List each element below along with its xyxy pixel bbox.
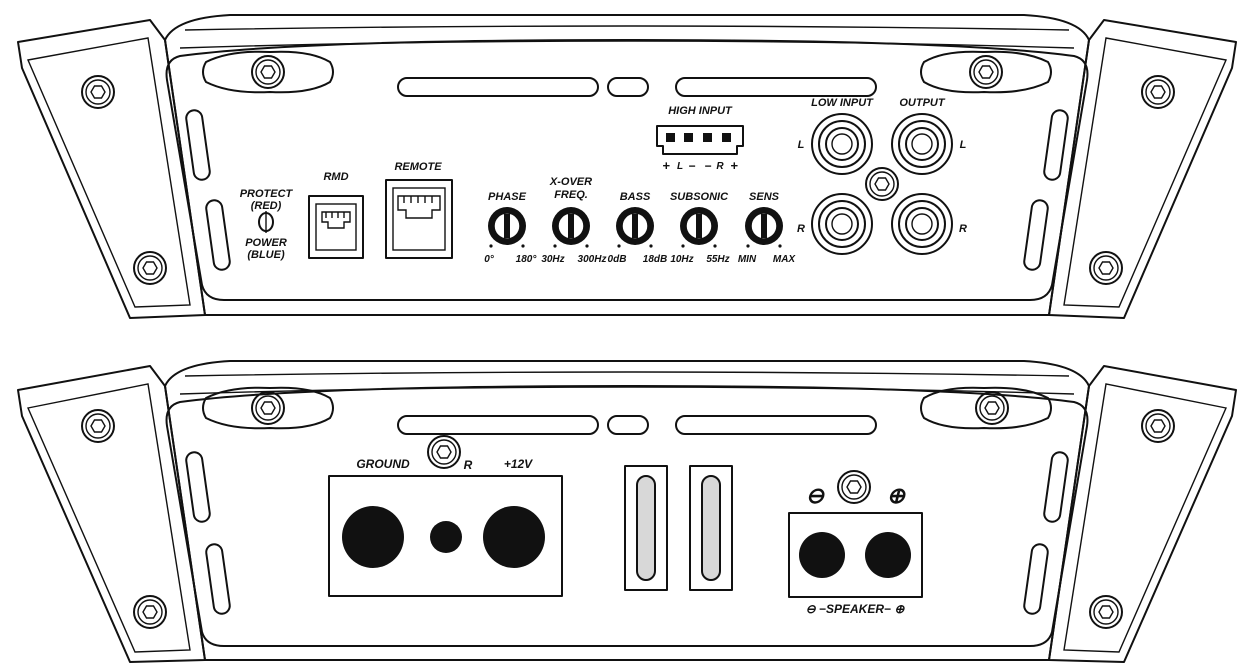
bottom-bolt-icon xyxy=(133,595,167,629)
output-l-rca[interactable] xyxy=(891,113,953,175)
sens-knob[interactable] xyxy=(745,207,783,245)
plus12v-terminal[interactable] xyxy=(483,506,545,568)
phase-knob[interactable] xyxy=(488,207,526,245)
bottom-bolt-icon xyxy=(251,391,285,425)
protect-red-label: (RED) xyxy=(251,200,282,212)
bottom-bolt-icon xyxy=(1141,409,1175,443)
phase-label: PHASE xyxy=(488,191,527,203)
bass-max-label: 18dB xyxy=(643,254,667,265)
subsonic-label: SUBSONIC xyxy=(670,191,729,203)
bottom-amp-panel: GROUND R +12V ⊖ ⊕ ⊖ −SPEAKER− ⊕ xyxy=(17,360,1237,663)
top-body-outline xyxy=(164,14,1090,316)
speaker-plus-terminal[interactable] xyxy=(865,532,911,578)
xover-knob[interactable] xyxy=(552,207,590,245)
top-right-bracket xyxy=(1048,19,1237,319)
fuse-1[interactable] xyxy=(624,465,668,591)
sens-label: SENS xyxy=(749,191,780,203)
low-input-r-rca[interactable] xyxy=(811,193,873,255)
phase-max-label: 180° xyxy=(516,254,538,265)
bottom-body-outline xyxy=(164,360,1090,661)
high-input-right-minus: − xyxy=(704,159,711,173)
bottom-bolt-icon xyxy=(1089,595,1123,629)
fuse-2[interactable] xyxy=(689,465,733,591)
output-r-label: R xyxy=(959,223,967,235)
top-bolt-icon xyxy=(1089,251,1123,285)
top-amp-panel: PROTECT (RED) POWER (BLUE) RMD REMOTE xyxy=(17,14,1237,319)
top-bolt-icon xyxy=(969,55,1003,89)
xover-max-label: 300Hz xyxy=(578,254,607,265)
remote-jack[interactable] xyxy=(385,179,453,259)
ground-label: GROUND xyxy=(356,457,410,471)
bottom-left-bracket xyxy=(17,365,206,663)
xover-label: X-OVER xyxy=(549,176,592,188)
power-blue-label: (BLUE) xyxy=(247,249,285,261)
output-label: OUTPUT xyxy=(899,97,946,109)
top-bolt-icon xyxy=(133,251,167,285)
high-input-left-l: L xyxy=(677,161,683,172)
output-l-label: L xyxy=(960,139,967,151)
xover-freq-label: FREQ. xyxy=(554,189,588,201)
subsonic-knob[interactable] xyxy=(680,207,718,245)
low-input-l-rca[interactable] xyxy=(811,113,873,175)
speaker-plus-icon: ⊕ xyxy=(887,483,906,508)
rca-center-bolt-icon xyxy=(865,167,899,201)
speaker-terminal-block xyxy=(788,512,923,598)
remote-label: REMOTE xyxy=(394,161,442,173)
high-input-left-plus: + xyxy=(662,158,670,173)
high-input-left-minus: − xyxy=(688,159,695,173)
protect-label: PROTECT xyxy=(240,188,294,200)
top-bolt-icon xyxy=(1141,75,1175,109)
rmd-label: RMD xyxy=(323,171,348,183)
remote-terminal-label: R xyxy=(464,458,473,472)
high-input-label: HIGH INPUT xyxy=(668,105,733,117)
top-left-bracket xyxy=(17,19,206,319)
subsonic-min-label: 10Hz xyxy=(670,254,693,265)
top-bolt-icon xyxy=(81,75,115,109)
bass-knob[interactable] xyxy=(616,207,654,245)
speaker-label: ⊖ −SPEAKER− ⊕ xyxy=(806,602,906,616)
bass-min-label: 0dB xyxy=(608,254,627,265)
bottom-face-plate xyxy=(165,385,1089,647)
speaker-minus-icon: ⊖ xyxy=(806,483,825,508)
subsonic-max-label: 55Hz xyxy=(706,254,729,265)
remote-terminal[interactable] xyxy=(430,521,462,553)
bottom-bolt-icon xyxy=(81,409,115,443)
output-r-rca[interactable] xyxy=(891,193,953,255)
high-input-right-r: R xyxy=(716,161,724,172)
plus12v-label: +12V xyxy=(504,457,533,471)
power-label: POWER xyxy=(245,237,287,249)
phase-min-label: 0° xyxy=(484,254,495,265)
rmd-jack[interactable] xyxy=(308,195,364,259)
xover-min-label: 30Hz xyxy=(541,254,564,265)
speaker-minus-terminal[interactable] xyxy=(799,532,845,578)
sens-min-label: MIN xyxy=(738,254,757,265)
sens-max-label: MAX xyxy=(773,254,797,265)
high-input-right-plus: + xyxy=(730,158,738,173)
low-input-label: LOW INPUT xyxy=(811,97,874,109)
high-input-connector[interactable] xyxy=(656,125,744,155)
ground-terminal[interactable] xyxy=(342,506,404,568)
speaker-block-bolt-icon xyxy=(837,470,871,504)
top-bolt-icon xyxy=(251,55,285,89)
power-block-bolt-icon xyxy=(427,435,461,469)
low-input-r-label: R xyxy=(797,223,805,235)
bass-label: BASS xyxy=(620,191,651,203)
low-input-l-label: L xyxy=(798,139,805,151)
bottom-right-bracket xyxy=(1048,365,1237,663)
power-terminal-block xyxy=(328,475,563,597)
bottom-bolt-icon xyxy=(975,391,1009,425)
